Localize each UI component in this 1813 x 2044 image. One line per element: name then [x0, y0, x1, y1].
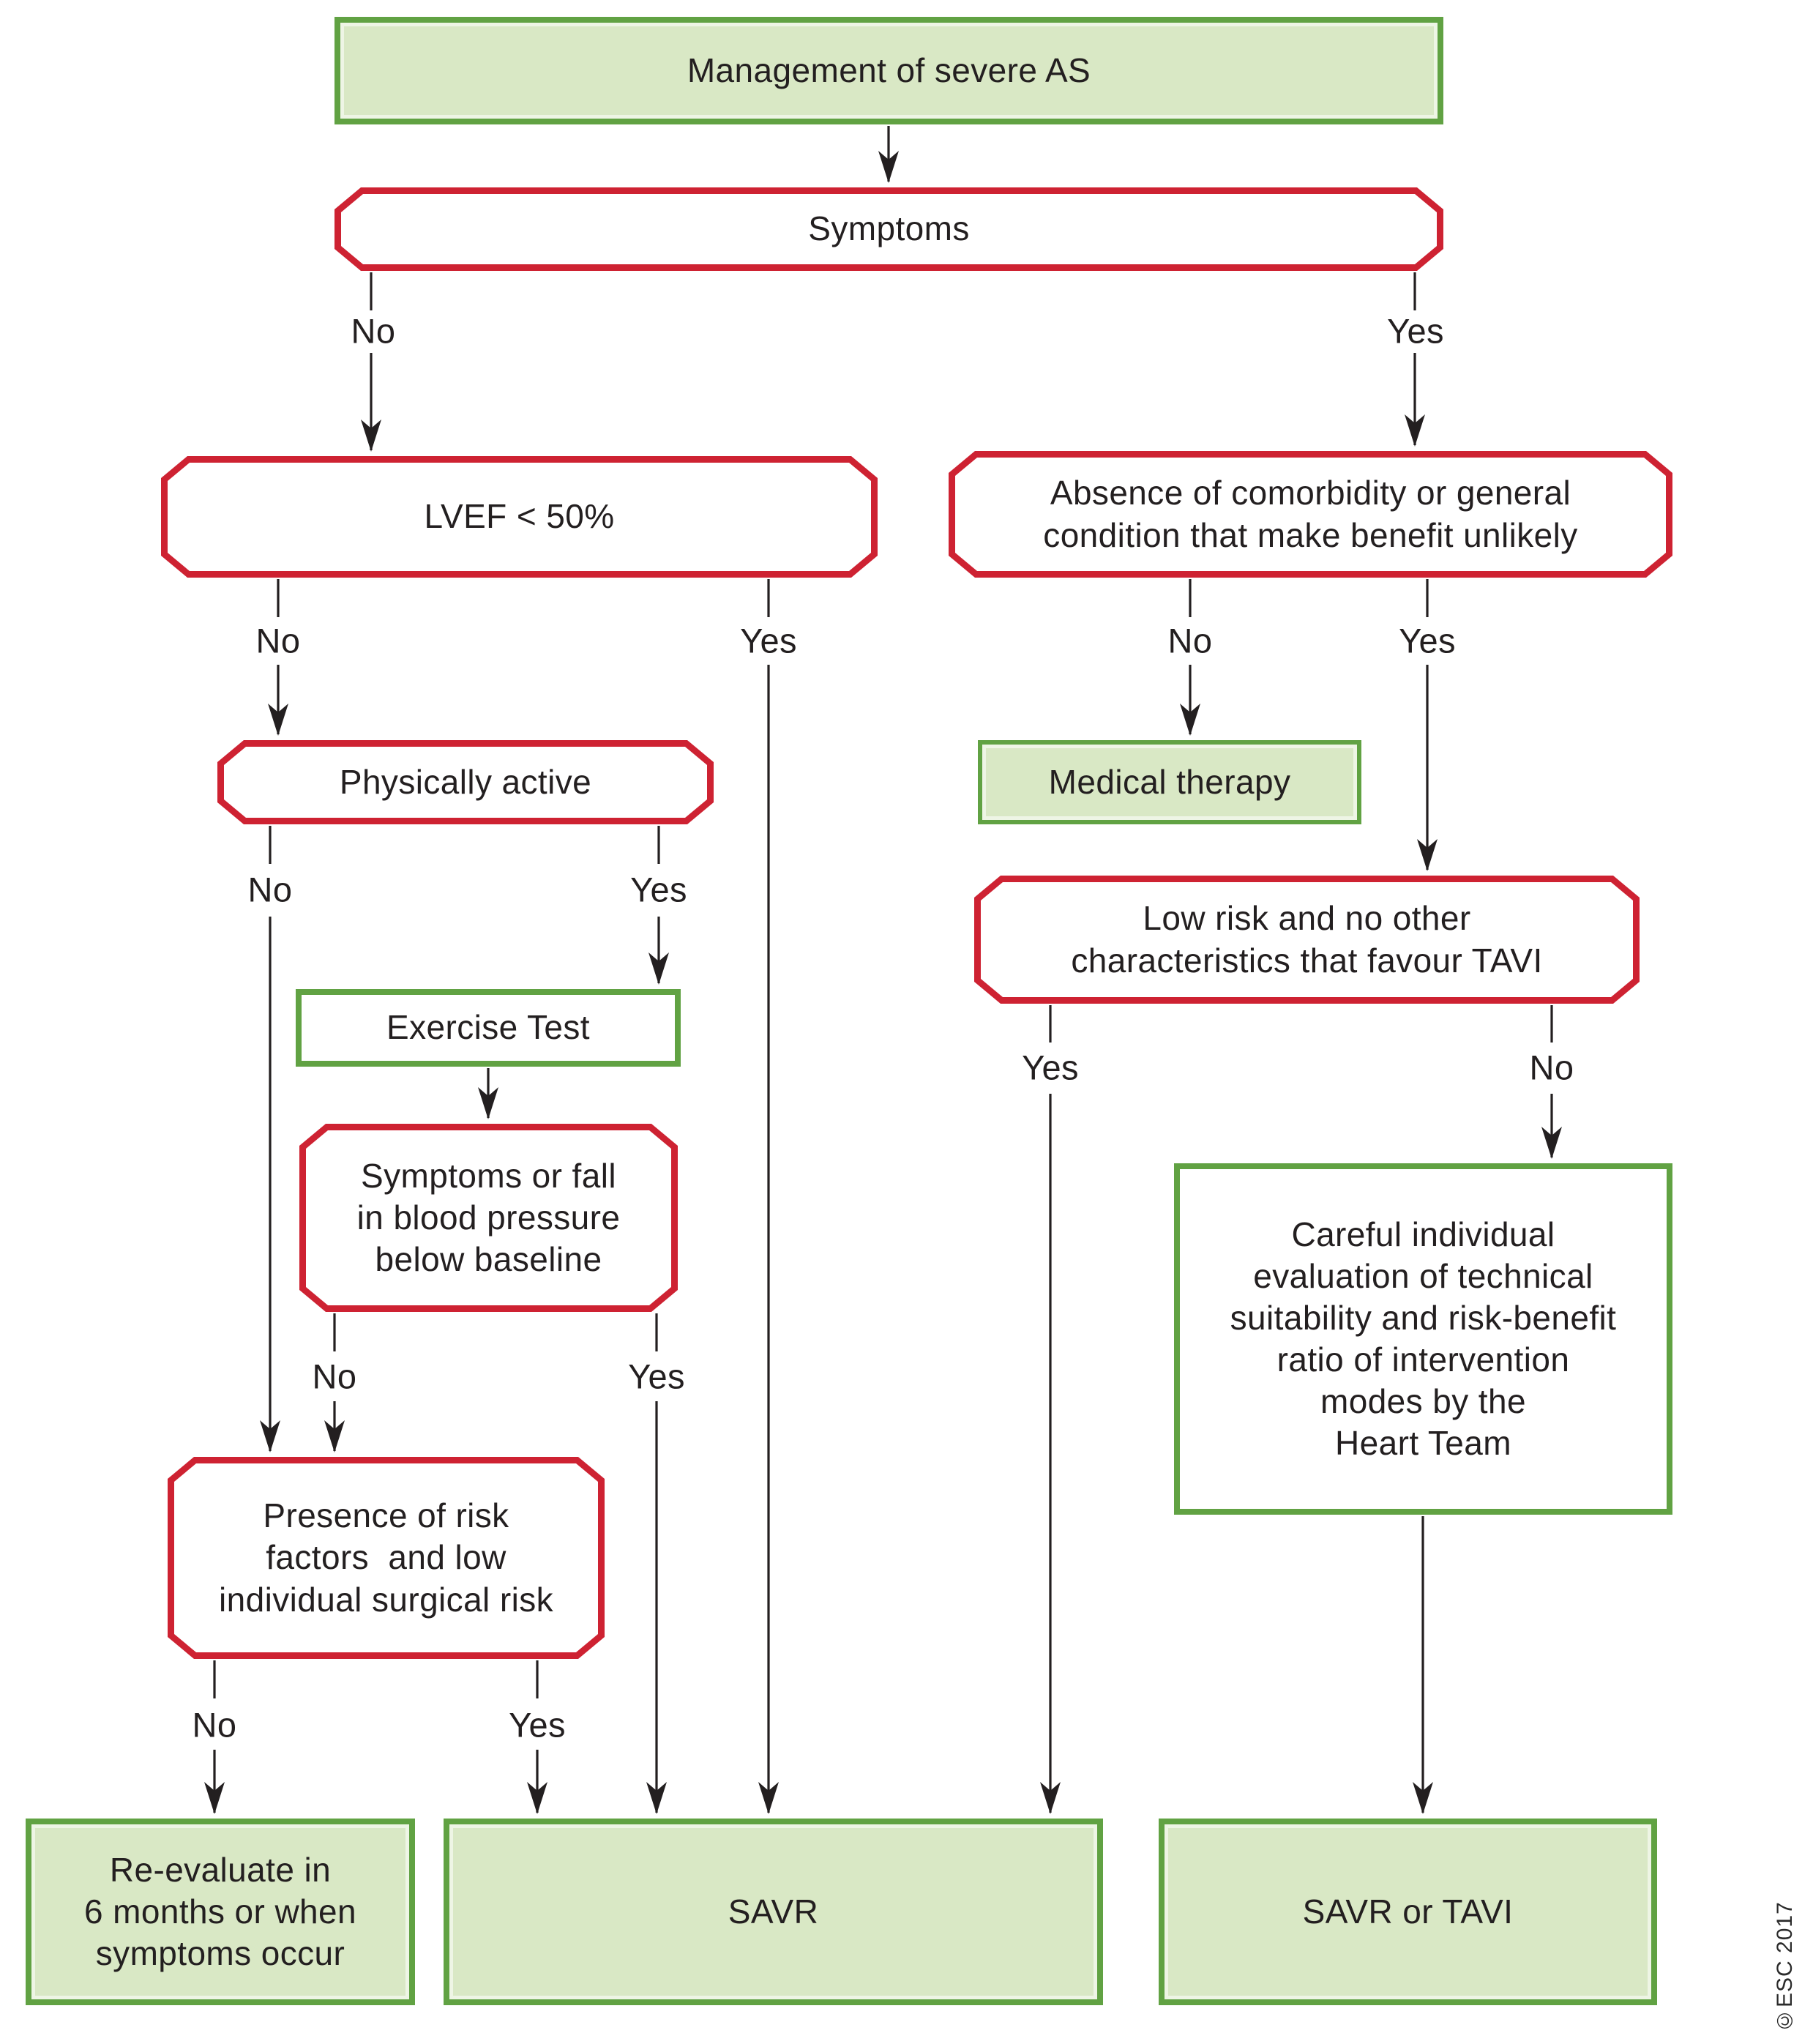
branch-label-absence-no: No [1167, 621, 1213, 660]
node-savr-or-tavi: SAVR or TAVI [1159, 1819, 1657, 2005]
node-savr-label: SAVR [728, 1892, 819, 1931]
branch-label-risk-factors-no: No [192, 1705, 237, 1745]
copyright-vertical-text: ©ESC 2017 [1773, 1901, 1797, 2033]
node-reevaluate: Re-evaluate in 6 months or when symptoms… [26, 1819, 415, 2005]
node-lvef-label: LVEF < 50% [424, 497, 615, 536]
node-management-label: Management of severe AS [687, 51, 1091, 89]
node-medical-therapy: Medical therapy [978, 740, 1361, 824]
node-symptoms-inner: Symptoms [341, 194, 1437, 264]
branch-label-absence-yes: Yes [1399, 621, 1456, 660]
node-lvef: LVEF < 50% [161, 456, 878, 578]
node-exercise-test: Exercise Test [296, 989, 681, 1067]
branch-label-symptoms-yes: Yes [1387, 311, 1444, 351]
node-absence-comorbidity-inner: Absence of comorbidity or general condit… [955, 458, 1666, 571]
branch-label-physically-yes: Yes [630, 870, 687, 909]
branch-label-symptoms-fall-no: No [312, 1357, 357, 1396]
node-physically-active-label: Physically active [339, 762, 592, 801]
node-management: Management of severe AS [334, 17, 1443, 124]
node-symptoms-fall-inner: Symptoms or fall in blood pressure below… [306, 1130, 671, 1305]
node-savr-or-tavi-label: SAVR or TAVI [1302, 1892, 1514, 1931]
node-exercise-test-label: Exercise Test [386, 1008, 590, 1047]
branch-label-low-risk-yes: Yes [1022, 1048, 1079, 1087]
node-reevaluate-label: Re-evaluate in 6 months or when symptoms… [83, 1850, 357, 1973]
node-physically-active: Physically active [217, 740, 714, 824]
branch-label-symptoms-fall-yes: Yes [628, 1357, 685, 1396]
node-symptoms-label: Symptoms [808, 209, 970, 248]
node-symptoms-fall: Symptoms or fall in blood pressure below… [299, 1124, 678, 1312]
node-absence-comorbidity-label: Absence of comorbidity or general condit… [1043, 474, 1578, 554]
branch-label-symptoms-no: No [351, 311, 396, 351]
branch-label-lvef-yes: Yes [740, 621, 797, 660]
node-savr: SAVR [444, 1819, 1103, 2005]
node-risk-factors: Presence of risk factors and low individ… [168, 1457, 605, 1659]
node-low-risk-label: Low risk and no other characteristics th… [1071, 899, 1543, 980]
branch-label-physically-no: No [247, 870, 293, 909]
node-absence-comorbidity: Absence of comorbidity or general condit… [949, 451, 1672, 578]
node-physically-active-inner: Physically active [224, 747, 707, 818]
branch-label-risk-factors-yes: Yes [509, 1705, 566, 1745]
node-symptoms: Symptoms [334, 187, 1443, 271]
node-symptoms-fall-label: Symptoms or fall in blood pressure below… [356, 1156, 621, 1279]
branch-label-lvef-no: No [255, 621, 301, 660]
node-careful-evaluation: Careful individual evaluation of technic… [1174, 1163, 1672, 1515]
node-lvef-inner: LVEF < 50% [168, 463, 871, 571]
node-medical-therapy-label: Medical therapy [1048, 762, 1291, 801]
node-risk-factors-label: Presence of risk factors and low individ… [219, 1496, 553, 1619]
node-careful-evaluation-label: Careful individual evaluation of technic… [1230, 1215, 1617, 1463]
node-low-risk: Low risk and no other characteristics th… [974, 876, 1640, 1004]
node-risk-factors-inner: Presence of risk factors and low individ… [174, 1463, 598, 1652]
node-low-risk-inner: Low risk and no other characteristics th… [981, 882, 1633, 997]
branch-label-low-risk-no: No [1529, 1048, 1574, 1087]
